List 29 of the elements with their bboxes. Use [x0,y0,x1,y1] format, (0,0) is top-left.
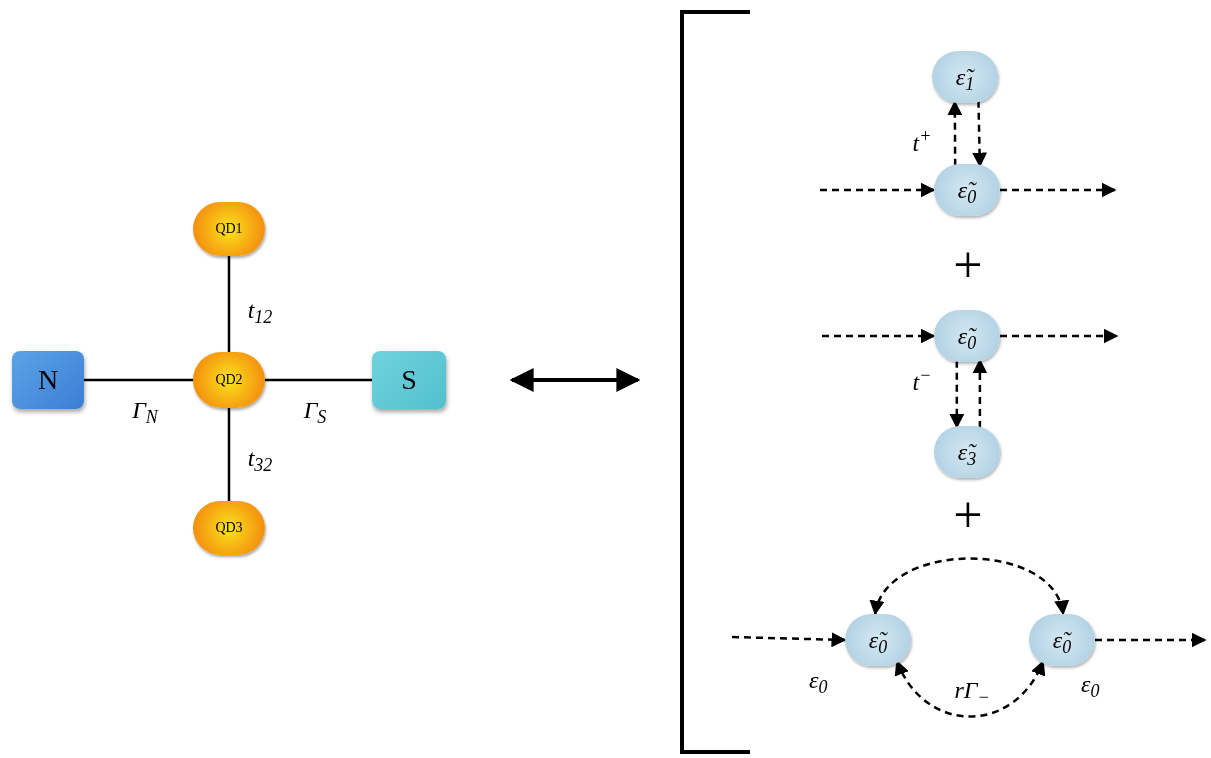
lead-box [372,351,446,409]
node-label: QD3 [215,521,243,535]
node-label: S [401,366,417,394]
node-label: ε̃$_{1}$ [955,65,975,89]
node-label: ε̃$_{0}$ [957,178,977,202]
connector-line [227,256,231,352]
arrow [731,632,847,648]
arrow [822,328,936,344]
lead-box [12,351,84,409]
connector-line [265,378,372,382]
arrow [1000,182,1117,198]
plus-sign: + [953,489,983,541]
arrow [872,557,1067,616]
arrow [820,182,936,198]
node-label: ε̃$_{0}$ [1052,628,1072,652]
level-label: ε$_{0}$ [809,668,828,692]
node-label: ε̃$_{3}$ [957,440,977,464]
node-label: ε̃$_{0}$ [957,324,977,348]
node-label: QD1 [215,222,243,236]
level-label: ε$_{0}$ [1081,672,1100,696]
arrow [1000,328,1119,344]
connector-line [227,408,231,501]
node-label: ε̃$_{0}$ [868,628,888,652]
arrow [949,360,965,429]
arrow [1095,632,1207,648]
node-label: QD2 [215,373,243,387]
plus-sign: + [953,239,983,291]
node-label: N [37,366,59,394]
connector-line [84,378,193,382]
